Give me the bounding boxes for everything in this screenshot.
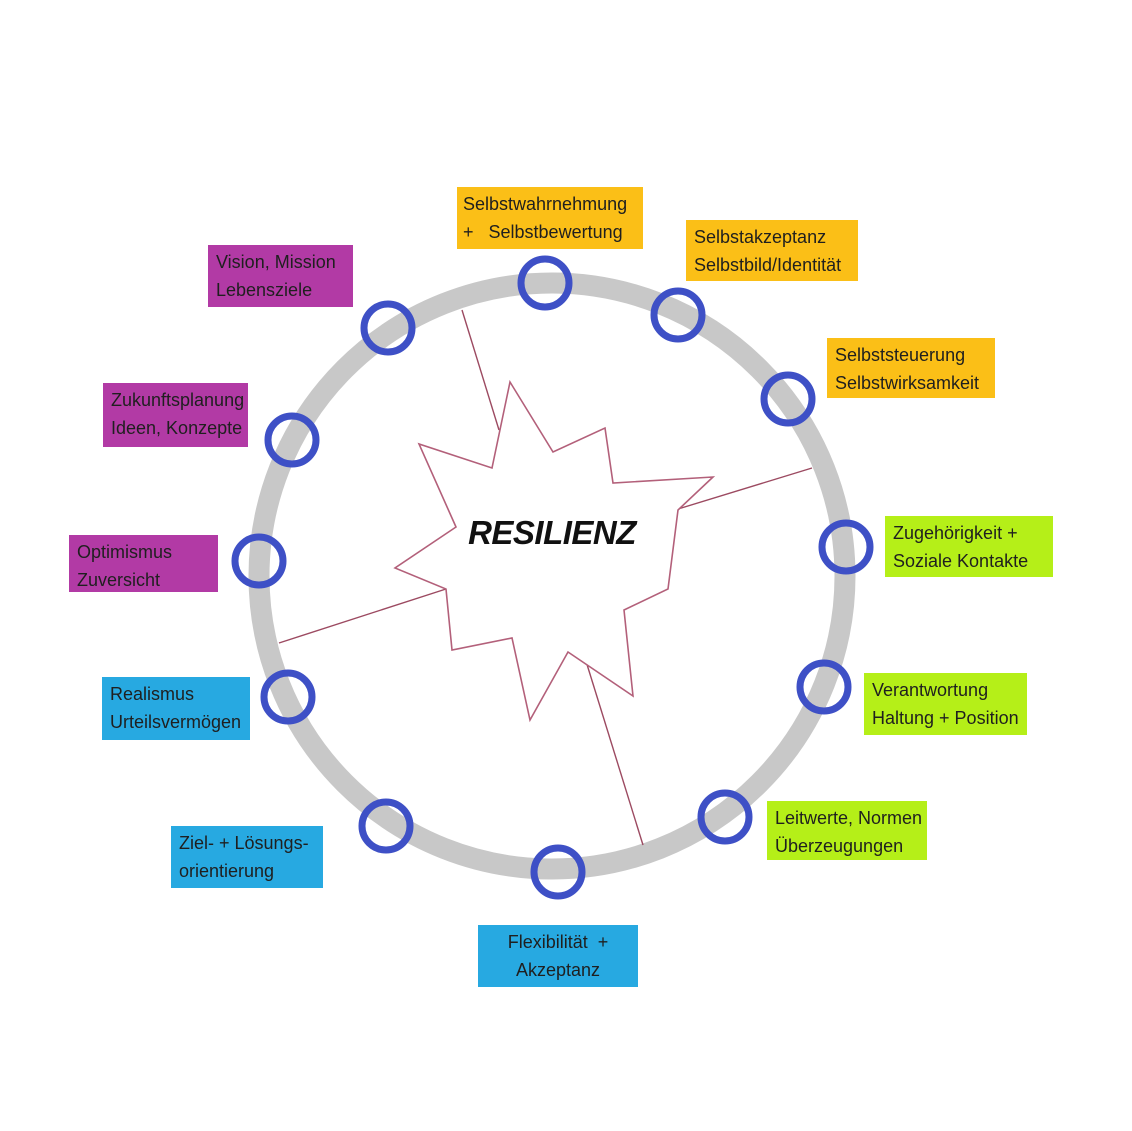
label-line: Überzeugungen	[775, 836, 904, 856]
label-line: Zukunftsplanung	[111, 390, 245, 410]
node-circle-3oclock	[818, 519, 874, 575]
label-box-optimismus: Optimismus Zuversicht	[69, 535, 218, 592]
label-box-realismus: Realismus Urteilsvermögen	[102, 677, 250, 740]
label-line: Vision, Mission	[216, 252, 336, 272]
label-line: Ideen, Konzepte	[111, 418, 243, 438]
label-line: Selbstwirksamkeit	[835, 373, 980, 393]
label-line: Selbstakzeptanz	[694, 227, 827, 247]
outer-ring	[248, 272, 856, 880]
label-box-selbstakzeptanz: Selbstakzeptanz Selbstbild/Identität	[686, 220, 858, 281]
label-box-verantwortung: Verantwortung Haltung + Position	[864, 673, 1027, 735]
label-line: Urteilsvermögen	[110, 712, 242, 732]
label-box-zugehoerigkeit: Zugehörigkeit + Soziale Kontakte	[885, 516, 1053, 577]
node-circle-6oclock	[530, 844, 586, 900]
connector-line-right	[677, 467, 813, 510]
label-line: Realismus	[110, 684, 195, 704]
label-box-ziel-loesungsorientierung: Ziel- + Lösungs- orientierung	[171, 826, 323, 888]
label-line: Optimismus	[77, 542, 173, 562]
label-line: Lebensziele	[216, 280, 313, 300]
node-circle-1oclock	[650, 287, 706, 343]
connector-line-left	[278, 588, 447, 644]
label-line: Selbstwahrnehmung	[463, 194, 628, 214]
starburst-shape	[393, 379, 716, 723]
node-circle-12oclock	[517, 255, 573, 311]
label-line: Haltung + Position	[872, 708, 1019, 728]
connector-line-bottom	[584, 657, 644, 846]
node-circle-5oclock	[697, 789, 753, 845]
node-circle-4oclock	[796, 659, 852, 715]
connector-line-top	[461, 309, 500, 431]
node-circle-9oclock	[231, 533, 287, 589]
center-title: RESILIENZ	[468, 514, 636, 551]
label-box-zukunftsplanung: Zukunftsplanung Ideen, Konzepte	[103, 383, 248, 447]
label-line: Soziale Kontakte	[893, 551, 1029, 571]
label-line: Verantwortung	[872, 680, 989, 700]
label-line: Zugehörigkeit +	[893, 523, 1018, 543]
node-circle-11oclock	[360, 300, 416, 356]
label-box-vision: Vision, Mission Lebensziele	[208, 245, 353, 307]
label-box-leitwerte: Leitwerte, Normen Überzeugungen	[767, 801, 927, 860]
label-box-flexibilitaet: Flexibilität + Akzeptanz	[478, 925, 638, 987]
label-line: + Selbstbewertung	[463, 222, 623, 242]
label-line: Zuversicht	[77, 570, 161, 590]
node-circle-2oclock	[760, 371, 816, 427]
label-line: Selbststeuerung	[835, 345, 966, 365]
connector-lines	[278, 309, 813, 846]
node-circle-7oclock	[358, 798, 414, 854]
label-line: Akzeptanz	[515, 960, 601, 980]
node-circle-10oclock	[264, 412, 320, 468]
label-line: Leitwerte, Normen	[775, 808, 923, 828]
label-line: Selbstbild/Identität	[694, 255, 842, 275]
label-box-selbstwahrnehmung: Selbstwahrnehmung + Selbstbewertung	[457, 187, 643, 249]
label-line: orientierung	[179, 861, 275, 881]
label-line: Flexibilität +	[507, 932, 609, 952]
label-line: Ziel- + Lösungs-	[179, 833, 309, 853]
ring-nodes	[231, 255, 874, 900]
label-box-selbststeuerung: Selbststeuerung Selbstwirksamkeit	[827, 338, 995, 398]
node-circle-8oclock	[260, 669, 316, 725]
